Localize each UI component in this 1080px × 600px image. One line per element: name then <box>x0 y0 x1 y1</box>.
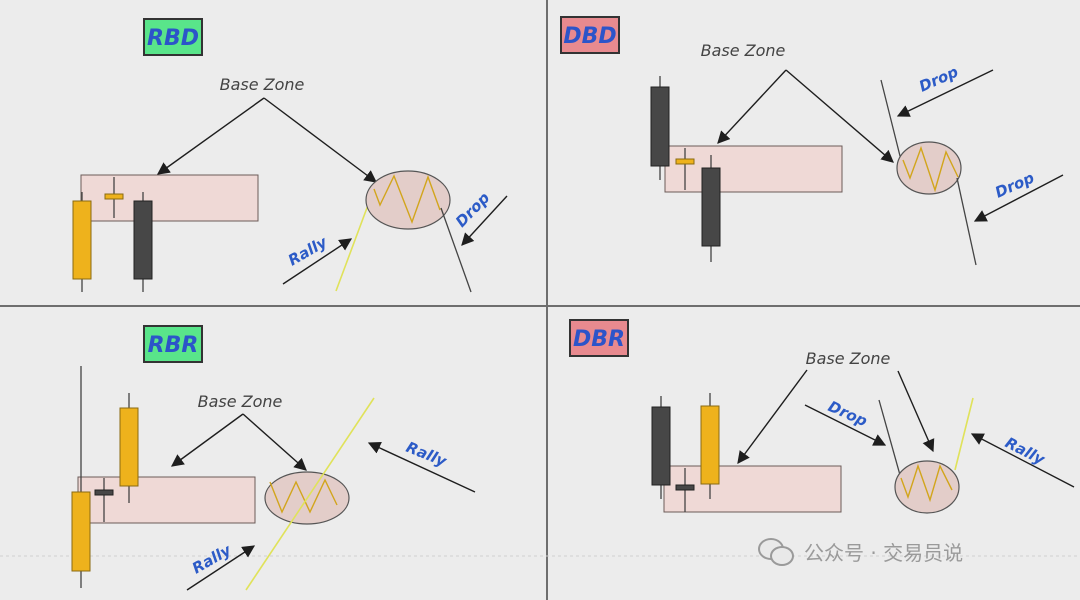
rally-arrow <box>186 545 256 591</box>
base-zone-label-dbr: Base Zone <box>806 349 891 368</box>
tag-dbr-box <box>569 319 629 357</box>
base-zone-label-rbd: Base Zone <box>220 75 305 94</box>
tag-dbd: DBD <box>563 24 616 49</box>
base-zone-arrow <box>717 69 787 144</box>
drop-arrow <box>461 195 508 246</box>
bullish-candle <box>71 491 91 572</box>
wechat-icon <box>758 536 796 566</box>
bearish-candle <box>133 200 153 280</box>
base-zone-rect-dbd <box>664 145 843 193</box>
base-candle <box>675 484 695 491</box>
base-zone-label-dbd: Base Zone <box>701 41 786 60</box>
base-zone-arrow <box>156 97 265 175</box>
base-zone-arrow <box>785 69 894 163</box>
base-zone-ellipse-dbr <box>894 460 960 514</box>
drop-trend-line <box>880 79 902 161</box>
consolidation-zigzag <box>900 463 953 503</box>
rally-arrow <box>282 238 353 285</box>
base-zone-ellipse-rbd <box>365 170 451 230</box>
rally-trend-line <box>954 397 974 471</box>
drop-trend-line <box>956 177 977 266</box>
base-zone-arrow <box>170 413 244 467</box>
base-zone-arrow <box>897 370 935 453</box>
consolidation-zigzag <box>373 174 441 225</box>
rally-trend-line <box>245 397 375 591</box>
base-candle <box>675 158 695 165</box>
consolidation-zigzag <box>269 478 338 514</box>
base-zone-arrow <box>737 369 808 465</box>
bearish-candle <box>651 406 671 486</box>
watermark-text: 公众号 · 交易员说 <box>804 540 964 565</box>
panel-dbr: DBR Base Zone Drop Rally <box>569 319 1075 514</box>
panel-rbd: RBD Base Zone Rally Drop <box>72 18 508 293</box>
base-zone-arrow <box>242 413 307 471</box>
base-candle <box>104 193 124 200</box>
rally-arrow <box>367 442 476 493</box>
base-candle <box>94 489 114 496</box>
tag-dbr: DBR <box>573 327 625 352</box>
drop-arrow <box>896 69 994 117</box>
consolidation-zigzag <box>902 145 959 193</box>
base-zone-rect-rbr <box>77 476 256 524</box>
tag-rbr-box <box>143 325 203 363</box>
drop-trend-line <box>878 399 901 476</box>
watermark: 公众号 · 交易员说 <box>758 536 963 566</box>
bullish-candle <box>700 405 720 485</box>
base-zone-arrow <box>263 97 378 183</box>
bullish-candle <box>119 407 139 487</box>
base-zone-label-rbr: Base Zone <box>198 392 283 411</box>
tag-dbd-box <box>560 16 620 54</box>
bearish-candle <box>650 86 670 167</box>
tag-rbd-box <box>143 18 203 56</box>
tag-rbr: RBR <box>148 333 199 358</box>
bearish-candle <box>701 167 721 247</box>
drop-arrow <box>973 174 1064 222</box>
drop-trend-line <box>440 207 472 293</box>
bullish-candle <box>72 200 92 280</box>
drop-arrow <box>804 404 887 446</box>
rally-arrow <box>970 433 1075 488</box>
tag-rbd: RBD <box>147 26 199 51</box>
